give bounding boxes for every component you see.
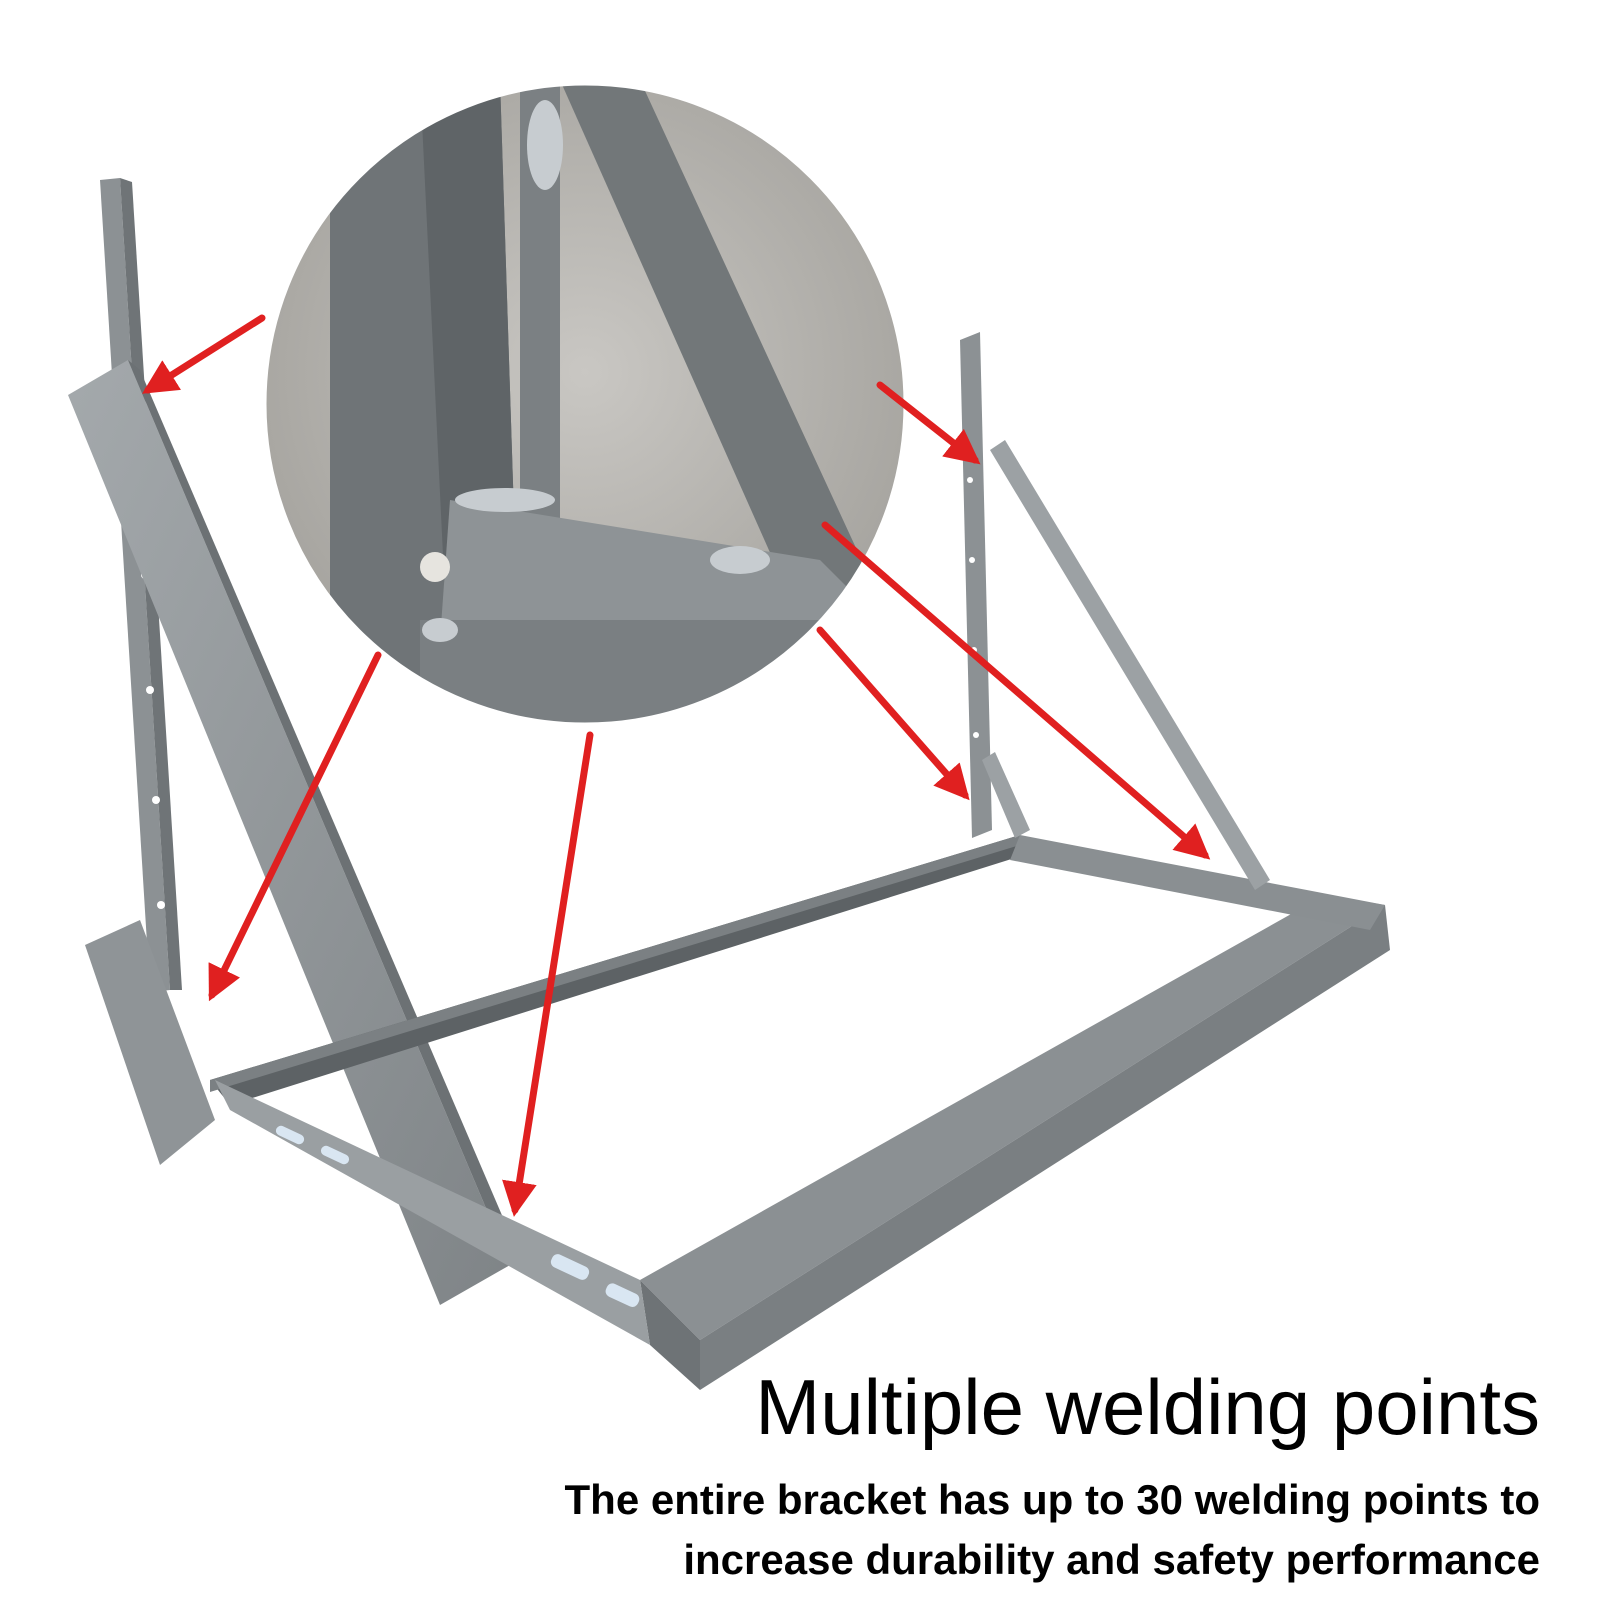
left-lower-brace — [85, 920, 215, 1165]
left-side-rail — [215, 1080, 650, 1345]
right-diagonal-brace — [990, 440, 1270, 890]
zoom-closeup — [263, 82, 907, 726]
arrows — [142, 314, 1211, 1217]
arrow-icon — [876, 381, 981, 465]
description-line-2: increase durability and safety performan… — [683, 1536, 1540, 1583]
bracket-frame — [68, 178, 1390, 1390]
arrow-icon — [821, 521, 1211, 860]
back-rail — [210, 835, 1040, 1105]
arrow-icon — [816, 626, 970, 801]
arrow-icon — [208, 651, 382, 1002]
right-side-rail — [1010, 835, 1385, 930]
arrow-icon — [502, 731, 594, 1217]
arrow-icon — [142, 314, 266, 394]
headline-title: Multiple welding points — [755, 1363, 1540, 1451]
description-line-1: The entire bracket has up to 30 welding … — [564, 1476, 1540, 1523]
front-rail — [640, 895, 1385, 1340]
